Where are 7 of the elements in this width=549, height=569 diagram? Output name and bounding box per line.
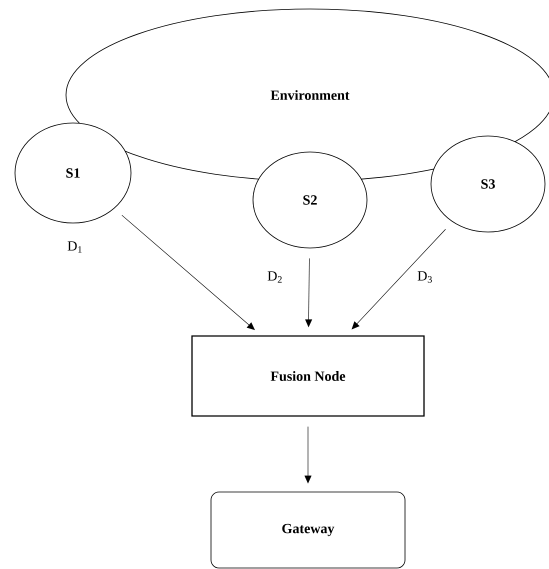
node-label: S3 (481, 179, 495, 189)
edge-label: D$_{3}$ (418, 271, 432, 283)
edge-label: D$_{1}$ (68, 241, 82, 253)
fusion-box: Fusion Node (191, 335, 425, 417)
gateway-box: Gateway (210, 492, 406, 568)
arrow (352, 228, 446, 330)
edge-label: D$_{2}$ (268, 271, 282, 283)
